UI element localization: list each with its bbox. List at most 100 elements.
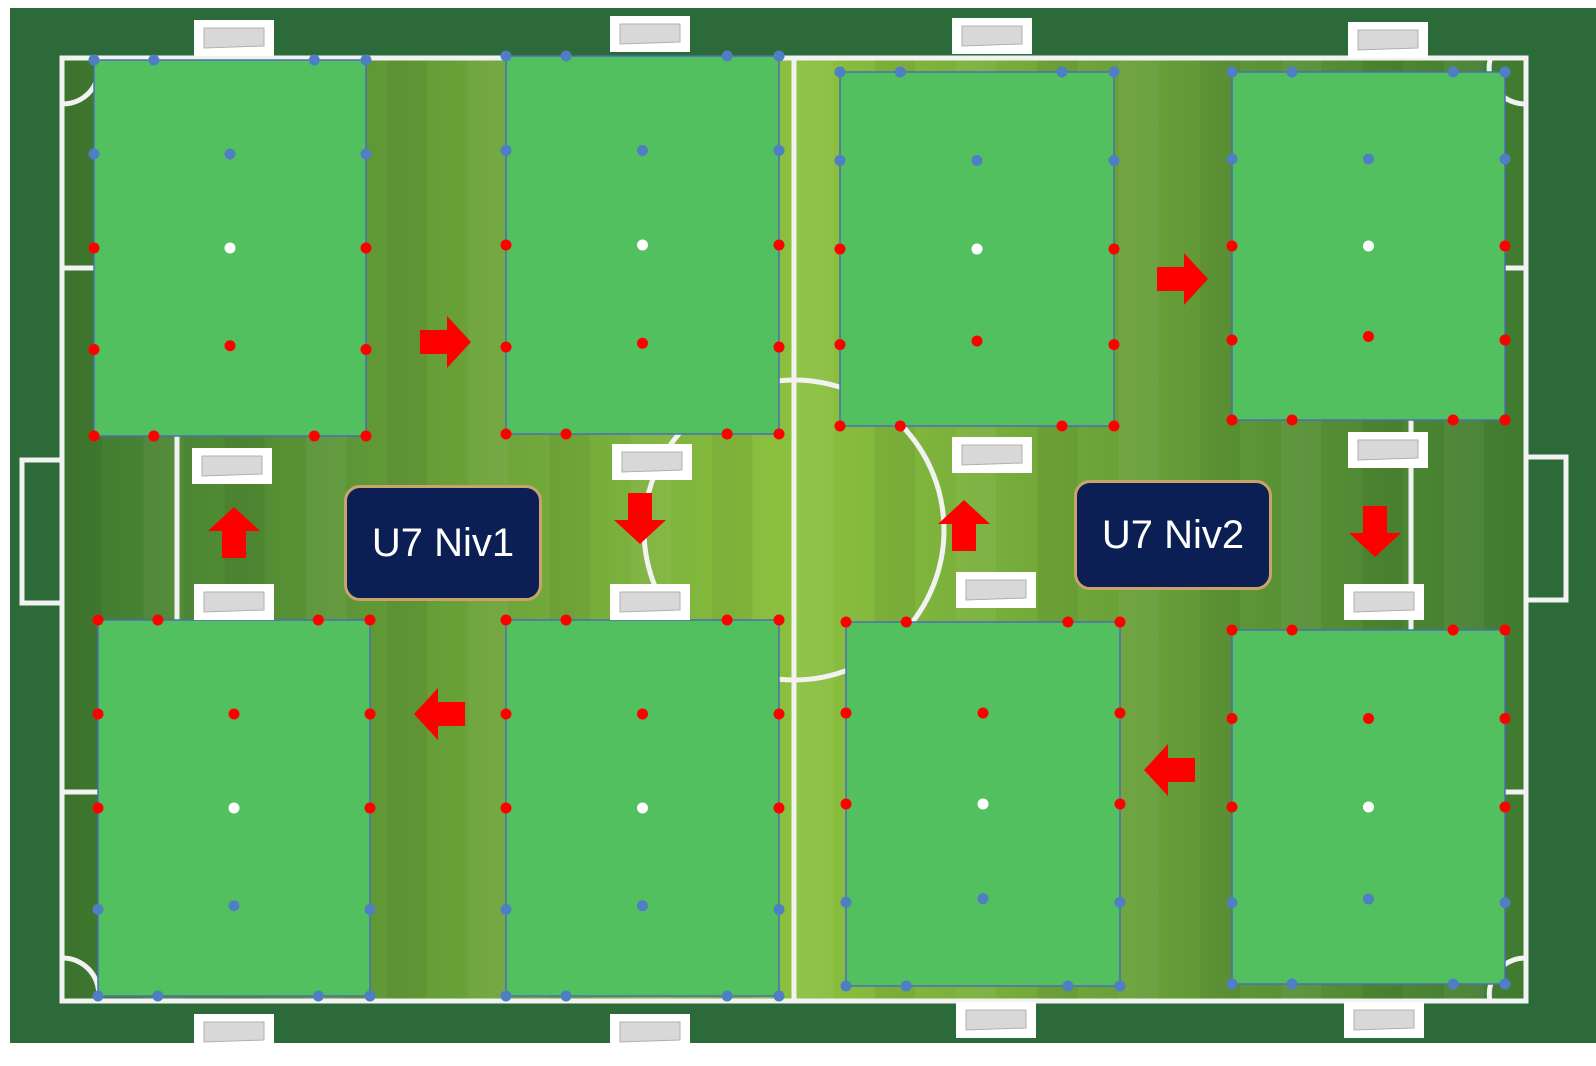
goal-net xyxy=(961,444,1023,466)
cone xyxy=(364,802,376,814)
goal-net xyxy=(203,1021,265,1043)
cone xyxy=(1447,624,1459,636)
cone xyxy=(1447,66,1459,78)
arrow-shape xyxy=(1157,253,1208,305)
cone xyxy=(500,145,512,156)
cone xyxy=(1108,243,1120,255)
cone xyxy=(834,66,846,78)
goal-icon xyxy=(610,584,690,620)
cone xyxy=(1363,240,1374,252)
goal-icon xyxy=(612,444,692,480)
cone xyxy=(560,990,572,1002)
goal-icon xyxy=(194,584,274,620)
cone xyxy=(773,614,785,626)
cone xyxy=(360,54,372,66)
cone xyxy=(1108,66,1120,78)
cone xyxy=(773,904,785,916)
cone xyxy=(773,802,785,814)
cone xyxy=(637,337,648,349)
arrow-shape xyxy=(938,500,990,551)
goal-net xyxy=(619,23,681,45)
goals xyxy=(192,16,1428,1050)
arrow-icon xyxy=(614,493,666,544)
cone xyxy=(364,990,376,1002)
cone xyxy=(721,428,733,440)
goal-icon xyxy=(610,16,690,52)
arrow-shape xyxy=(614,493,666,544)
cone xyxy=(228,802,240,814)
goal-icon xyxy=(956,572,1036,608)
cone xyxy=(1499,801,1511,813)
cone xyxy=(1363,330,1374,342)
cone xyxy=(834,155,846,166)
cone xyxy=(1114,896,1126,908)
arrow-shape xyxy=(1349,506,1401,557)
goal-icon xyxy=(952,437,1032,473)
goal-net xyxy=(965,1009,1027,1031)
cone xyxy=(500,341,512,353)
rotation-arrows xyxy=(208,253,1401,796)
cone xyxy=(840,707,852,719)
cone xyxy=(88,148,100,160)
goal-net xyxy=(619,591,681,613)
cone xyxy=(1108,155,1120,166)
arrow-icon xyxy=(420,316,471,368)
cone xyxy=(500,239,512,251)
cone xyxy=(560,614,572,626)
goal-net xyxy=(965,579,1027,601)
cone xyxy=(364,614,376,626)
cone xyxy=(773,428,785,440)
goal-net xyxy=(619,1021,681,1043)
cone xyxy=(773,990,785,1002)
cone xyxy=(228,708,240,720)
cone xyxy=(500,708,512,720)
arrow-shape xyxy=(208,507,260,558)
cone xyxy=(977,798,989,810)
cone xyxy=(1114,798,1126,810)
cone xyxy=(360,148,372,160)
cone xyxy=(1226,414,1238,426)
goal-net xyxy=(203,27,265,49)
cone xyxy=(560,428,572,440)
arrow-icon xyxy=(1144,744,1195,796)
cone xyxy=(1114,616,1126,628)
group-label-left: U7 Niv1 xyxy=(344,485,542,601)
group-label-right: U7 Niv2 xyxy=(1074,480,1272,590)
cone xyxy=(637,239,648,251)
cone xyxy=(500,614,512,626)
grass-stripe xyxy=(793,58,834,1001)
cone xyxy=(900,980,912,992)
cone xyxy=(92,802,104,814)
cone xyxy=(840,616,852,628)
goal-icon xyxy=(1348,22,1428,58)
goal-icon xyxy=(1344,584,1424,620)
cones xyxy=(88,50,1511,1002)
cone xyxy=(637,708,648,720)
cone xyxy=(1286,414,1298,426)
cone xyxy=(560,50,572,62)
cone xyxy=(360,430,372,442)
cone xyxy=(88,430,100,442)
cone xyxy=(360,344,372,356)
cone xyxy=(88,344,100,356)
cone xyxy=(312,614,324,626)
goal-icon xyxy=(952,18,1032,54)
cone xyxy=(500,904,512,916)
arrow-icon xyxy=(1349,506,1401,557)
cone xyxy=(900,616,912,628)
cone xyxy=(364,708,376,720)
cone xyxy=(1499,624,1511,636)
cone xyxy=(1056,66,1068,78)
cone xyxy=(308,430,320,442)
cone xyxy=(152,614,164,626)
cone xyxy=(894,420,906,432)
cone xyxy=(1226,334,1238,346)
cone xyxy=(1226,153,1238,165)
cone xyxy=(977,707,989,719)
arrow-shape xyxy=(414,688,465,740)
cone xyxy=(1226,624,1238,636)
cone xyxy=(721,50,733,62)
goal-net xyxy=(203,591,265,613)
cone xyxy=(840,896,852,908)
